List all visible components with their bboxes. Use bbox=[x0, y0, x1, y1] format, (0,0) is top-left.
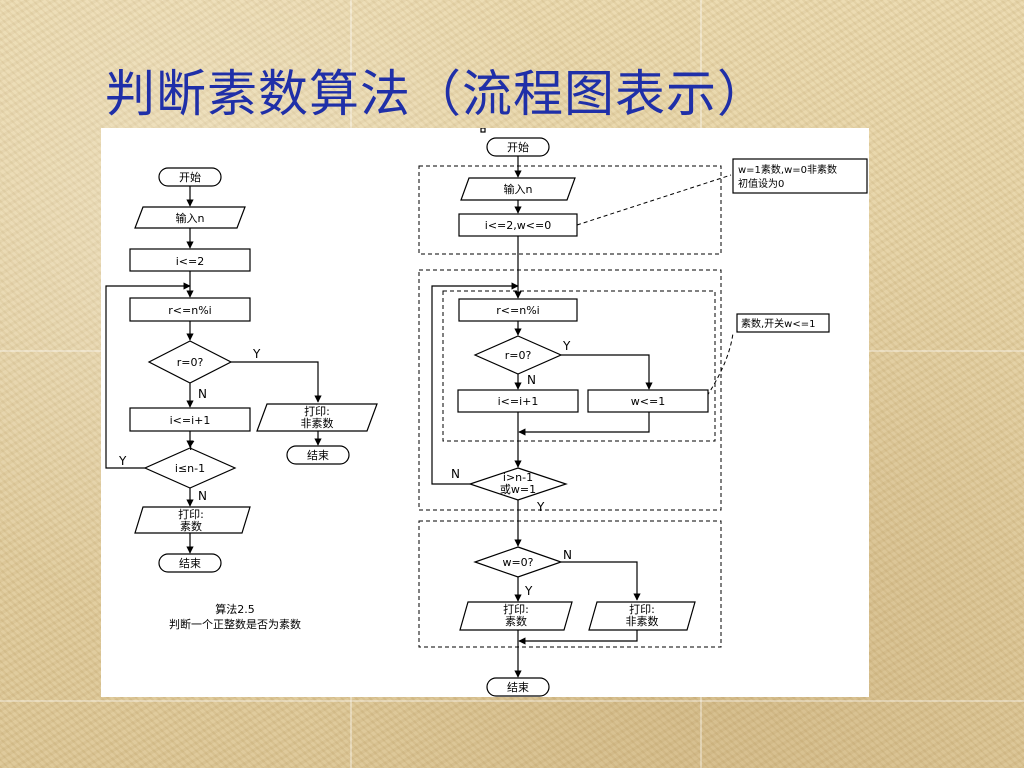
left-print-prime bbox=[134, 506, 251, 534]
right-merge-arrow bbox=[518, 412, 650, 436]
right-arrow-yes bbox=[561, 354, 653, 390]
right-print-not-prime-label-1: 打印: bbox=[629, 602, 655, 616]
left-loop-arrow bbox=[105, 282, 191, 469]
right-loop-arrow bbox=[431, 282, 519, 485]
left-print-prime-label-1: 打印: bbox=[178, 507, 204, 521]
right-increment-label: i<=i+1 bbox=[498, 395, 539, 408]
right-note-connector-2 bbox=[706, 332, 734, 397]
right-loop-region bbox=[418, 269, 722, 511]
right-note-2: 素数,开关w<=1 bbox=[741, 317, 815, 330]
left-branch-labels: Y N Y Y N bbox=[118, 347, 261, 503]
right-label-yes: Y bbox=[562, 339, 571, 353]
right-end-label: 结束 bbox=[507, 681, 529, 694]
left-label-no: N bbox=[198, 387, 207, 401]
right-set-w-box bbox=[587, 389, 709, 413]
right-set-w-label: w<=1 bbox=[631, 395, 665, 408]
right-top-marker bbox=[480, 128, 486, 133]
right-decision-loop-label-1: i>n-1 bbox=[503, 471, 533, 484]
left-print-not-prime-label-2: 非素数 bbox=[301, 417, 334, 430]
left-end-right-label: 结束 bbox=[307, 449, 329, 462]
right-print-not-prime-label-2: 非素数 bbox=[626, 615, 659, 628]
right-init-label: i<=2,w<=0 bbox=[485, 219, 551, 232]
right-merge-arrow-2 bbox=[518, 630, 638, 645]
left-decision-r-label: r=0? bbox=[177, 356, 204, 369]
right-inner-loop-region bbox=[442, 290, 716, 442]
left-increment-label: i<=i+1 bbox=[170, 414, 211, 427]
left-print-not-prime bbox=[256, 403, 378, 432]
right-input-label: 输入n bbox=[504, 182, 533, 196]
left-caption-1: 算法2.5 bbox=[215, 602, 255, 616]
right-start-label: 开始 bbox=[507, 140, 529, 154]
left-end-terminal-bottom bbox=[158, 553, 222, 573]
diagram-panel: 开始 输入n i<=2 r<=n%i r=0? i<=i+1 i≤n-1 打印:… bbox=[101, 128, 869, 697]
right-label-no: N bbox=[527, 373, 536, 387]
right-label-no-3: N bbox=[563, 548, 572, 562]
right-flowchart-text: 开始 输入n i<=2,w<=0 r<=n%i r=0? i<=i+1 w<=1… bbox=[485, 140, 665, 694]
left-end-terminal-right bbox=[286, 445, 350, 465]
left-start-label: 开始 bbox=[179, 170, 201, 184]
right-note-text: w=1素数,w=0非素数 初值设为0 素数,开关w<=1 bbox=[738, 163, 837, 330]
right-branch-labels: Y N N Y N Y bbox=[451, 339, 572, 598]
left-print-prime-label-2: 素数 bbox=[180, 520, 202, 533]
right-print-prime-label-1: 打印: bbox=[503, 602, 529, 616]
left-label-no-2: N bbox=[198, 489, 207, 503]
left-flowchart bbox=[105, 167, 378, 573]
left-print-not-prime-label-1: 打印: bbox=[304, 404, 330, 418]
left-label-yes-2: Y bbox=[186, 439, 195, 453]
right-flowchart bbox=[431, 128, 868, 697]
right-init-region bbox=[418, 165, 722, 255]
slide-title: 判断素数算法（流程图表示） bbox=[105, 65, 768, 123]
tile-seam bbox=[0, 700, 1024, 702]
left-flowchart-text: 开始 输入n i<=2 r<=n%i r=0? i<=i+1 i≤n-1 打印:… bbox=[168, 170, 333, 631]
right-note-box-1 bbox=[732, 158, 868, 194]
right-print-prime bbox=[459, 601, 573, 631]
right-decision-w-label: w=0? bbox=[502, 556, 533, 569]
right-print-not-prime bbox=[588, 601, 696, 631]
right-note-1-line-2: 初值设为0 bbox=[738, 177, 784, 190]
left-decision-i-label: i≤n-1 bbox=[175, 462, 205, 475]
left-arrow-yes bbox=[231, 361, 322, 403]
left-end-bottom-label: 结束 bbox=[179, 557, 201, 570]
left-mod-label: r<=n%i bbox=[168, 304, 211, 317]
flowchart-diagram: 开始 输入n i<=2 r<=n%i r=0? i<=i+1 i≤n-1 打印:… bbox=[105, 128, 868, 697]
right-note-box-2 bbox=[736, 313, 830, 333]
right-end-terminal bbox=[486, 677, 550, 697]
left-label-yes-3: Y bbox=[118, 454, 127, 468]
right-print-prime-label-2: 素数 bbox=[505, 615, 527, 628]
right-output-region bbox=[418, 520, 722, 648]
right-flowchart-regions bbox=[418, 165, 734, 648]
right-arrow-no-w bbox=[561, 561, 641, 601]
right-decision-r-label: r=0? bbox=[505, 349, 532, 362]
right-decision-loop-label-2: 或w=1 bbox=[500, 483, 536, 496]
left-caption-2: 判断一个正整数是否为素数 bbox=[169, 617, 301, 631]
right-input-box bbox=[460, 177, 576, 201]
right-note-1-line-1: w=1素数,w=0非素数 bbox=[738, 163, 837, 176]
left-input-label: 输入n bbox=[176, 211, 205, 225]
right-label-no-2: N bbox=[451, 467, 460, 481]
left-label-yes: Y bbox=[252, 347, 261, 361]
left-init-label: i<=2 bbox=[176, 255, 205, 268]
right-mod-label: r<=n%i bbox=[496, 304, 539, 317]
right-note-connector-1 bbox=[576, 174, 732, 226]
left-input-box bbox=[134, 206, 246, 229]
right-label-yes-2: Y bbox=[536, 500, 545, 514]
right-label-yes-3: Y bbox=[524, 584, 533, 598]
